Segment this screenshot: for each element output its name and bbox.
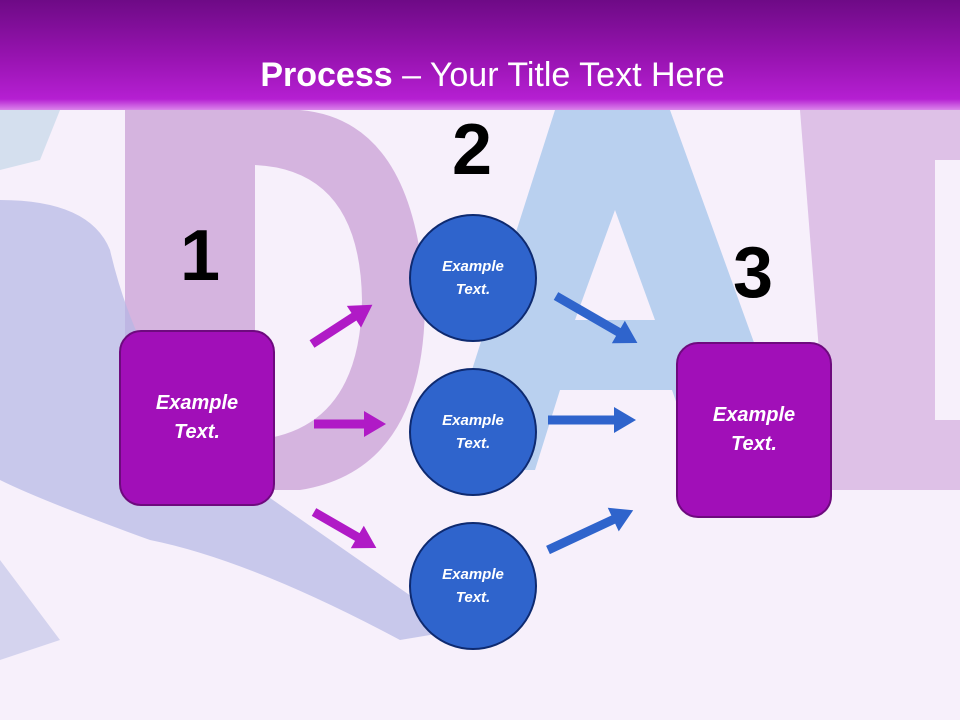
step-number-1: 1 [179, 216, 221, 296]
circle-middle-label: Example Text. [442, 412, 504, 452]
box-left-label: Example Text. [155, 392, 239, 443]
arrow-from-middle-circle [548, 407, 636, 433]
tie-tail-shape [0, 560, 60, 660]
title-bar [0, 0, 960, 110]
title-bold: Process [260, 56, 393, 94]
process-box-left: Example Text. [119, 330, 275, 506]
circle-bottom-label: Example Text. [442, 566, 504, 606]
circle-top-label: Example Text. [442, 258, 504, 298]
arrow-to-bottom-circle [311, 508, 377, 549]
arrow-from-top-circle [553, 292, 638, 344]
tie-shape [0, 200, 460, 640]
title-rest: – Your Title Text Here [392, 56, 725, 94]
process-circle-middle: Example Text. [409, 368, 537, 496]
letter-d2-shape [800, 110, 960, 490]
step-number-2: 2 [451, 110, 493, 190]
arrow-to-top-circle [309, 304, 373, 348]
arrow-to-middle-circle [314, 411, 386, 437]
arrow-from-bottom-circle [546, 507, 634, 555]
process-circle-top: Example Text. [409, 214, 537, 342]
slide-title: Process – Your Title Text Here [0, 52, 960, 98]
step-number-3: 3 [732, 233, 774, 313]
box-right-label: Example Text. [712, 404, 796, 455]
magenta-arrows [309, 304, 386, 549]
blue-arrows [546, 292, 638, 555]
tie-knot-shape [0, 110, 60, 170]
process-box-right: Example Text. [676, 342, 832, 518]
process-circle-bottom: Example Text. [409, 522, 537, 650]
